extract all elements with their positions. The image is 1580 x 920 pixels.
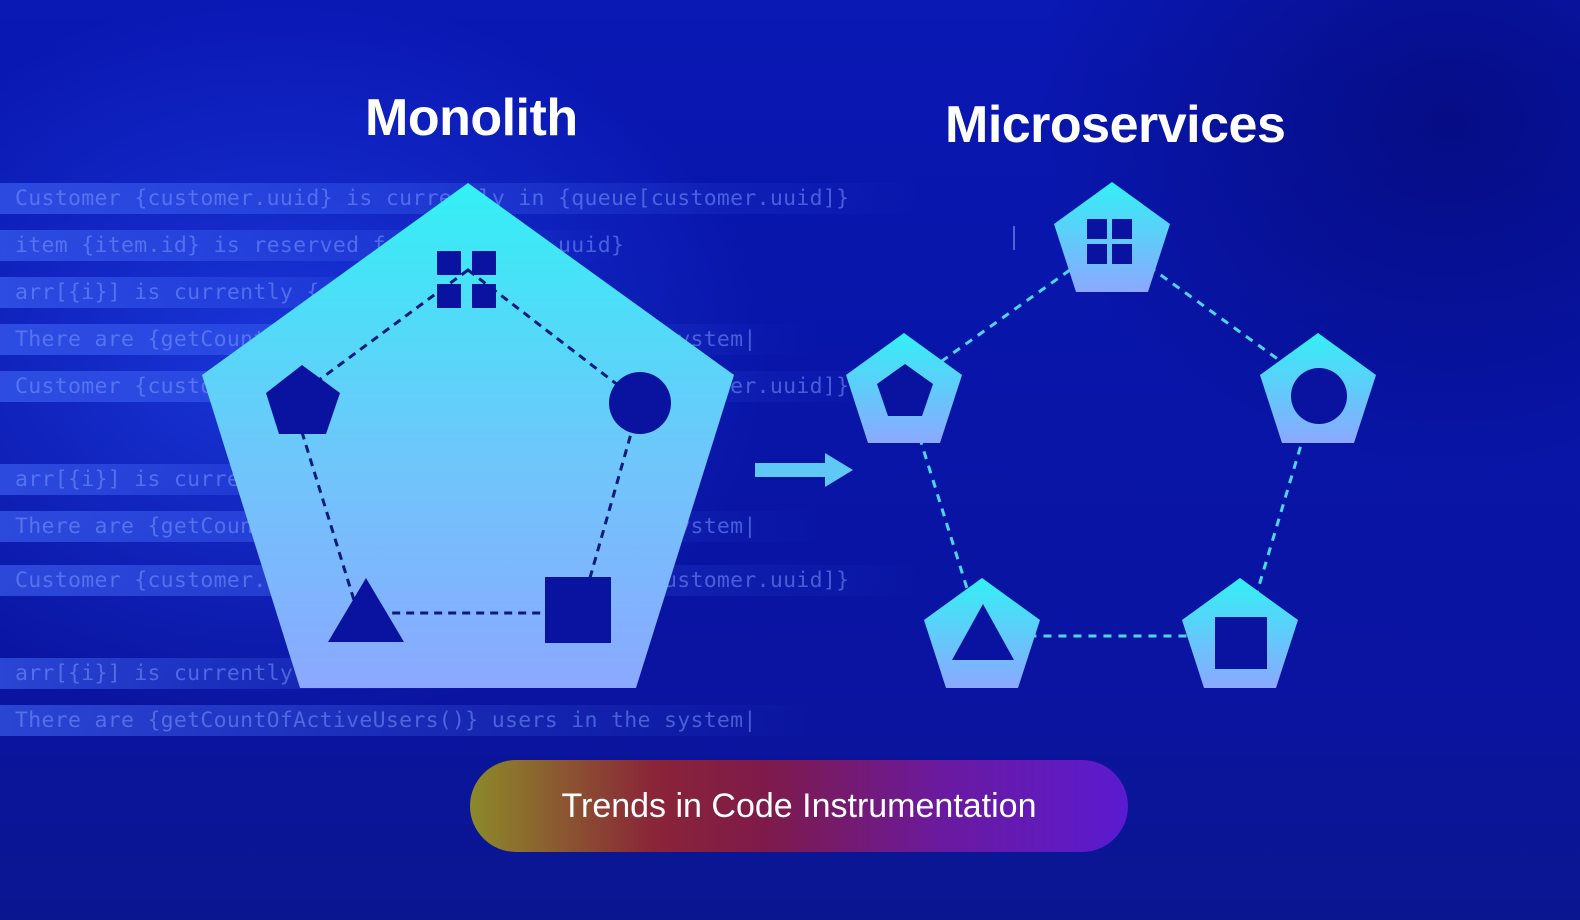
service-node <box>1054 182 1170 292</box>
text-cursor <box>1013 226 1015 250</box>
service-links <box>902 238 1320 638</box>
triangle-icon <box>328 578 404 642</box>
microservices-title: Microservices <box>945 96 1286 154</box>
square-icon <box>545 577 611 643</box>
pentagon-icon <box>877 364 933 416</box>
grid-icon <box>437 251 496 308</box>
topic-badge-label: Trends in Code Instrumentation <box>561 786 1037 825</box>
monolith-pentagon <box>202 183 734 688</box>
circle-icon <box>1291 368 1347 424</box>
monolith-dependency-links <box>290 268 642 615</box>
pentagon-icon <box>266 365 340 434</box>
monolith-title: Monolith <box>365 89 578 147</box>
circle-icon <box>609 372 671 434</box>
service-node <box>1182 578 1298 688</box>
service-node <box>924 578 1040 688</box>
service-node <box>846 333 962 443</box>
code-line: There are {getCountOfActiveUsers()} user… <box>0 705 820 736</box>
grid-icon <box>1087 219 1132 264</box>
service-node <box>1260 333 1376 443</box>
triangle-icon <box>952 604 1014 660</box>
square-icon <box>1215 617 1267 669</box>
arrow-right-icon <box>755 453 853 487</box>
topic-badge: Trends in Code Instrumentation <box>470 760 1128 852</box>
microservices-diagram <box>846 182 1376 688</box>
monolith-diagram <box>202 183 734 688</box>
